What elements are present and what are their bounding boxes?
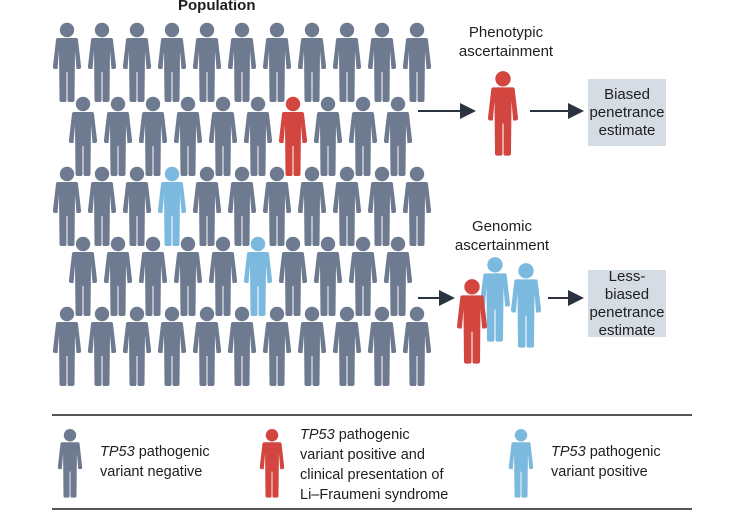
person-variant-negative-icon <box>87 306 117 386</box>
person-variant-negative-icon <box>402 306 432 386</box>
person-variant-negative-icon <box>173 96 203 176</box>
person-variant-negative-icon <box>367 306 397 386</box>
person-variant-negative-icon <box>103 236 133 316</box>
person-variant-negative-icon <box>348 96 378 176</box>
person-variant-negative-icon <box>313 236 343 316</box>
legend-top-rule <box>52 414 692 416</box>
person-variant-negative-icon <box>227 166 257 246</box>
person-variant-negative-icon <box>138 236 168 316</box>
biased-estimate-box: Biased penetrance estimate <box>588 79 666 146</box>
legend-positive-icon <box>508 429 534 498</box>
legend-negative-gene: TP53 <box>100 444 135 460</box>
person-variant-negative-icon <box>227 22 257 102</box>
person-variant-negative-icon <box>157 22 187 102</box>
person-variant-negative-icon <box>122 22 152 102</box>
legend-positive-gene: TP53 <box>551 444 586 460</box>
person-variant-negative-icon <box>348 236 378 316</box>
phenotypic-lfs-person-icon <box>487 71 519 156</box>
person-variant-positive-icon <box>157 166 187 246</box>
phenotypic-label-line2: ascertainment <box>458 43 554 60</box>
biased-estimate-line2: penetrance <box>589 103 665 121</box>
legend-lfs-line2: variant positive and <box>300 447 425 463</box>
legend-lfs-line1: pathogenic <box>334 427 410 443</box>
person-variant-negative-icon <box>402 166 432 246</box>
legend-lfs-line3: clinical presentation of <box>300 467 444 483</box>
person-variant-negative-icon <box>192 166 222 246</box>
person-variant-negative-icon <box>383 96 413 176</box>
person-variant-negative-icon <box>367 22 397 102</box>
person-variant-negative-icon <box>332 306 362 386</box>
person-variant-negative-icon <box>297 306 327 386</box>
person-variant-negative-icon <box>297 22 327 102</box>
person-variant-negative-icon <box>192 22 222 102</box>
person-variant-negative-icon <box>332 22 362 102</box>
population-title: Population <box>178 0 256 14</box>
person-variant-negative-icon <box>227 306 257 386</box>
person-variant-negative-icon <box>367 166 397 246</box>
person-variant-negative-icon <box>68 96 98 176</box>
legend-lfs-icon <box>259 429 285 498</box>
person-variant-negative-icon <box>138 96 168 176</box>
person-variant-negative-icon <box>332 166 362 246</box>
legend-positive-line2: variant positive <box>551 464 648 480</box>
person-variant-negative-icon <box>192 306 222 386</box>
legend-positive-text: TP53 pathogenic variant positive <box>551 442 661 482</box>
genomic-positive-person-icon <box>510 263 542 348</box>
genomic-label-line2: ascertainment <box>454 237 550 254</box>
person-variant-negative-icon <box>243 96 273 176</box>
person-variant-negative-icon <box>68 236 98 316</box>
person-variant-negative-icon <box>262 22 292 102</box>
legend-lfs-text: TP53 pathogenic variant positive and cli… <box>300 425 448 505</box>
person-variant-negative-icon <box>122 306 152 386</box>
person-lfs-icon <box>278 96 308 176</box>
phenotypic-label-line1: Phenotypic <box>468 24 544 41</box>
person-variant-negative-icon <box>262 306 292 386</box>
less-biased-estimate-line3: estimate <box>598 321 656 339</box>
genomic-label: Genomic ascertainment <box>436 217 568 255</box>
phenotypic-label: Phenotypic ascertainment <box>440 23 572 61</box>
person-variant-negative-icon <box>262 166 292 246</box>
person-variant-negative-icon <box>297 166 327 246</box>
person-variant-negative-icon <box>313 96 343 176</box>
legend-negative-line2: variant negative <box>100 464 203 480</box>
genomic-positive-person-icon <box>479 257 511 342</box>
less-biased-estimate-line2: penetrance <box>589 303 665 321</box>
legend-lfs-line4: Li–Fraumeni syndrome <box>300 487 449 503</box>
genomic-label-line1: Genomic <box>471 218 533 235</box>
person-variant-negative-icon <box>208 236 238 316</box>
less-biased-estimate-box: Less-biased penetrance estimate <box>588 267 666 339</box>
person-variant-negative-icon <box>173 236 203 316</box>
biased-estimate-line3: estimate <box>598 121 656 139</box>
person-variant-negative-icon <box>383 236 413 316</box>
person-variant-negative-icon <box>208 96 238 176</box>
legend-bottom-rule <box>52 508 692 510</box>
person-variant-negative-icon <box>402 22 432 102</box>
legend-negative-line1: pathogenic <box>134 444 210 460</box>
biased-estimate-line1: Biased <box>604 85 650 103</box>
person-variant-negative-icon <box>157 306 187 386</box>
person-variant-negative-icon <box>52 22 82 102</box>
legend-positive-line1: pathogenic <box>585 444 661 460</box>
person-variant-negative-icon <box>278 236 308 316</box>
person-variant-negative-icon <box>52 166 82 246</box>
legend-negative-text: TP53 pathogenic variant negative <box>100 442 210 482</box>
legend-lfs-gene: TP53 <box>300 427 335 443</box>
person-variant-negative-icon <box>87 166 117 246</box>
genomic-lfs-person-icon <box>456 279 488 364</box>
less-biased-estimate-line1: Less-biased <box>604 267 650 303</box>
person-variant-positive-icon <box>243 236 273 316</box>
legend-negative-icon <box>57 429 83 498</box>
person-variant-negative-icon <box>87 22 117 102</box>
person-variant-negative-icon <box>52 306 82 386</box>
person-variant-negative-icon <box>122 166 152 246</box>
person-variant-negative-icon <box>103 96 133 176</box>
